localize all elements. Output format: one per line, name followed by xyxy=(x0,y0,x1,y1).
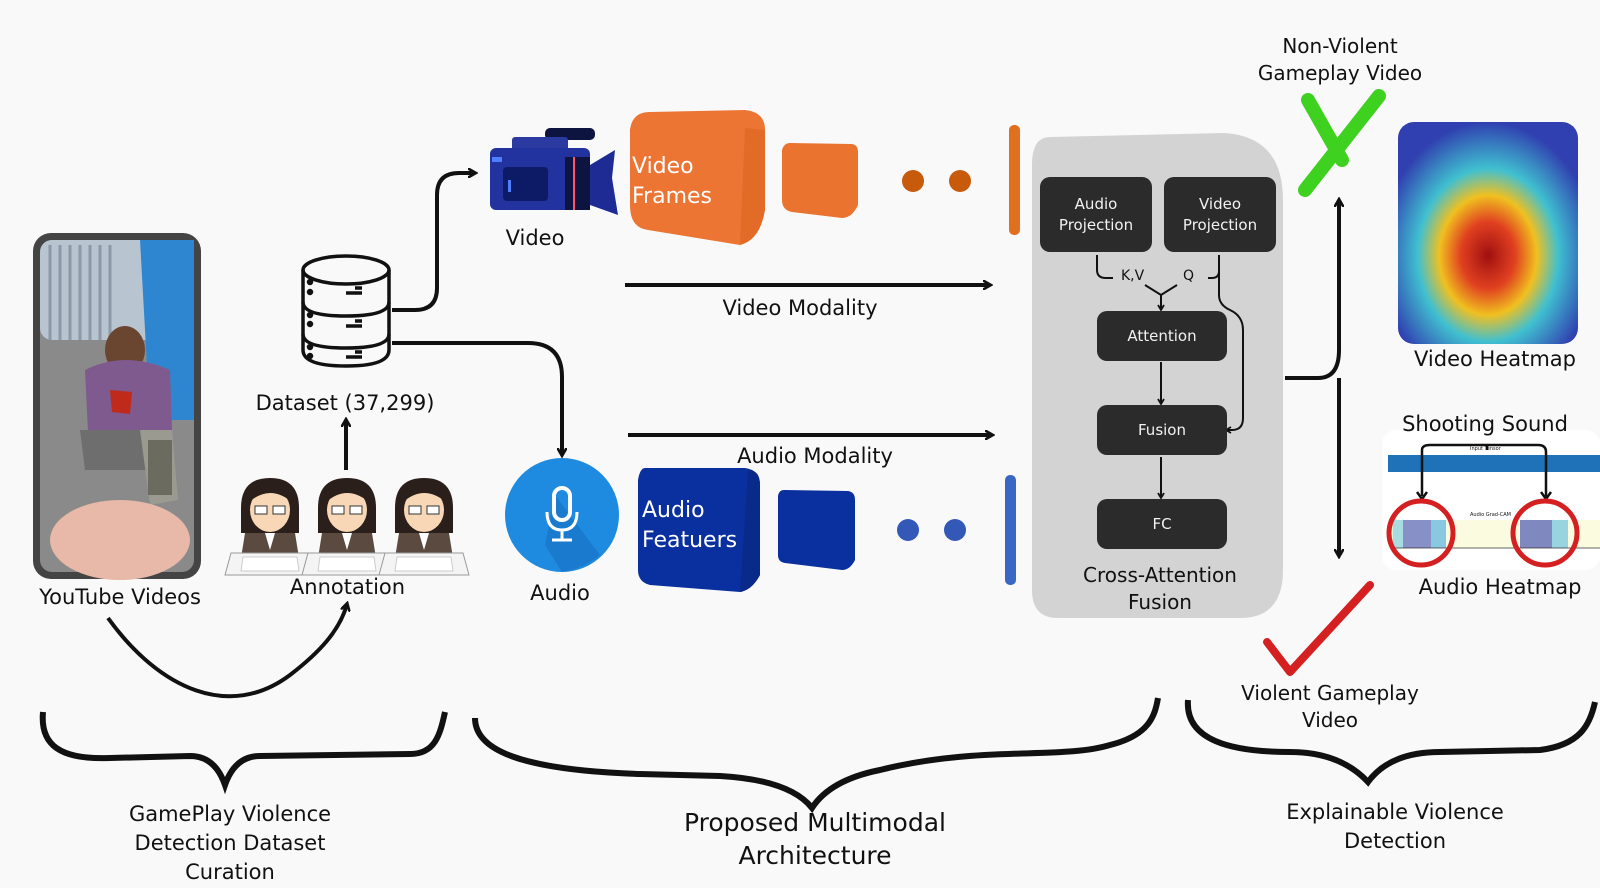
output-brace xyxy=(1285,210,1341,552)
audio-feature-bar xyxy=(1005,475,1016,585)
database-icon xyxy=(301,254,391,368)
video-dot xyxy=(949,170,971,192)
audio-features-cube-large xyxy=(638,468,760,592)
video-dot xyxy=(902,170,924,192)
video-frames-cube-large xyxy=(630,110,765,245)
audio-dot xyxy=(944,519,966,541)
attention-block: Attention xyxy=(1097,311,1227,361)
audio-plot-top-title: Input Tensor xyxy=(1470,446,1501,452)
youtube-videos-label: YouTube Videos xyxy=(39,585,201,609)
audio-features-cube-small xyxy=(778,490,855,570)
section-title-explain: Explainable Violence Detection xyxy=(1286,800,1504,853)
video-heatmap-image xyxy=(1398,122,1578,344)
violent-label: Violent Gameplay Video xyxy=(1241,681,1419,732)
audio-features-label: Audio Featuers xyxy=(642,498,738,553)
youtube-video-phone xyxy=(33,233,201,580)
video-feature-bar xyxy=(1009,125,1020,235)
annotator-icons xyxy=(224,478,470,576)
audio-heatmap-plot xyxy=(1382,430,1600,570)
audio-plot-bottom-title: Audio Grad-CAM xyxy=(1470,512,1511,518)
video-source-label: Video xyxy=(505,226,565,250)
non-violent-label: Non-Violent Gameplay Video xyxy=(1257,34,1423,85)
arrow-dataset-to-audio xyxy=(392,341,562,455)
video-camera-icon xyxy=(490,128,618,215)
arrow-youtube-to-annotation xyxy=(106,604,347,699)
audio-modality-label: Audio Modality xyxy=(737,444,893,468)
non-violent-cross-icon xyxy=(1298,89,1386,197)
video-frames-cube-small xyxy=(782,143,858,218)
kv-label: K,V xyxy=(1121,268,1145,284)
microphone-icon xyxy=(505,458,619,572)
section-title-curation: GamePlay Violence Detection Dataset Cura… xyxy=(128,802,332,884)
arrow-dataset-to-video xyxy=(392,173,475,312)
video-modality-label: Video Modality xyxy=(722,296,878,320)
video-frames-label: Video Frames xyxy=(632,154,713,209)
brace-curation xyxy=(39,711,448,795)
audio-dot xyxy=(897,519,919,541)
q-label: Q xyxy=(1183,268,1195,284)
dataset-label: Dataset (37,299) xyxy=(255,391,435,415)
fc-block: FC xyxy=(1097,499,1227,549)
audio-source-label: Audio xyxy=(530,581,590,605)
shooting-sound-label: Shooting Sound xyxy=(1402,412,1568,436)
brace-explain xyxy=(1184,699,1598,787)
cross-attention-fusion-title: Cross-Attention Fusion xyxy=(1083,563,1237,614)
brace-architecture xyxy=(472,697,1161,814)
section-title-architecture: Proposed Multimodal Architecture xyxy=(684,808,946,870)
audio-heatmap-label: Audio Heatmap xyxy=(1418,575,1582,599)
fusion-panel xyxy=(1032,133,1283,618)
video-heatmap-label: Video Heatmap xyxy=(1414,347,1576,371)
annotation-label: Annotation xyxy=(289,575,406,599)
fusion-block: Fusion xyxy=(1097,405,1227,455)
violent-check-icon xyxy=(1263,581,1374,676)
